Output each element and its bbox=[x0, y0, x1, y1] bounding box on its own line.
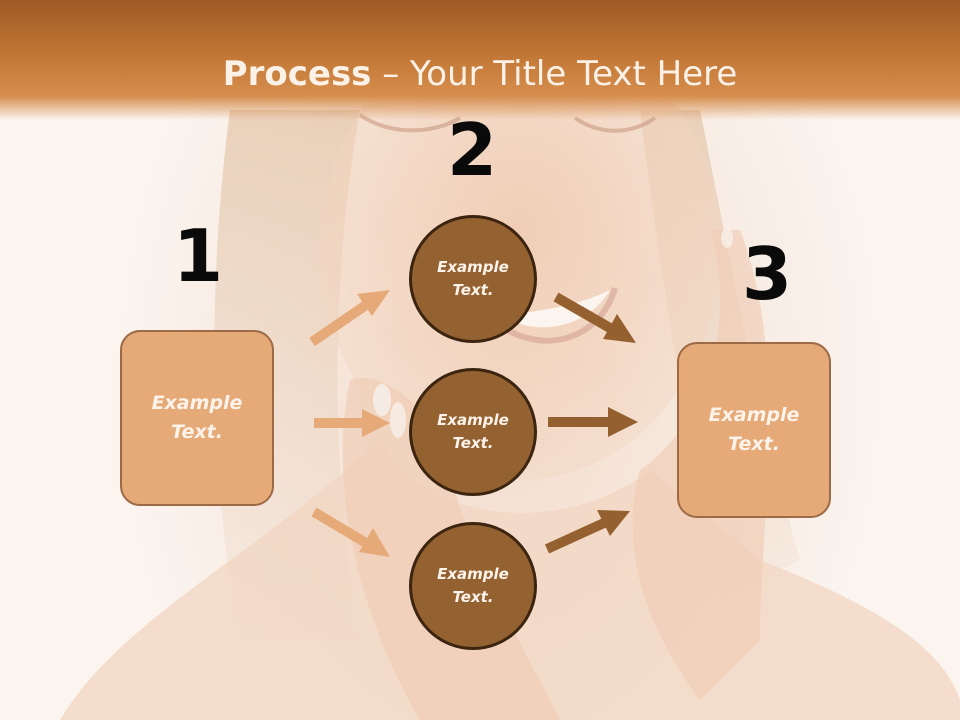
circle-bottom-text: Example Text. bbox=[437, 565, 509, 606]
circle-bottom: Example Text. bbox=[409, 522, 537, 650]
arrow-left-to-top bbox=[309, 290, 390, 347]
arrow-left-to-bottom bbox=[311, 507, 390, 557]
step-number-2: 2 bbox=[446, 108, 498, 192]
right-box: Example Text. bbox=[677, 342, 831, 518]
arrow-top-to-right bbox=[553, 292, 636, 343]
step-number-3: 3 bbox=[741, 232, 793, 316]
arrow-middle-to-right bbox=[548, 407, 638, 437]
slide-title: Process – Your Title Text Here bbox=[0, 52, 960, 96]
title-bold: Process bbox=[222, 54, 372, 94]
left-box: Example Text. bbox=[120, 330, 274, 506]
circle-middle-text: Example Text. bbox=[437, 411, 509, 452]
circle-middle: Example Text. bbox=[409, 368, 537, 496]
circle-top-text: Example Text. bbox=[437, 258, 509, 299]
circle-top: Example Text. bbox=[409, 215, 537, 343]
left-box-text: Example Text. bbox=[151, 392, 243, 443]
title-bar bbox=[0, 0, 960, 120]
arrow-bottom-to-right bbox=[544, 510, 630, 554]
title-rest: – Your Title Text Here bbox=[371, 54, 738, 94]
arrow-left-to-middle bbox=[314, 409, 390, 437]
right-box-text: Example Text. bbox=[708, 404, 800, 455]
step-number-1: 1 bbox=[172, 214, 224, 298]
